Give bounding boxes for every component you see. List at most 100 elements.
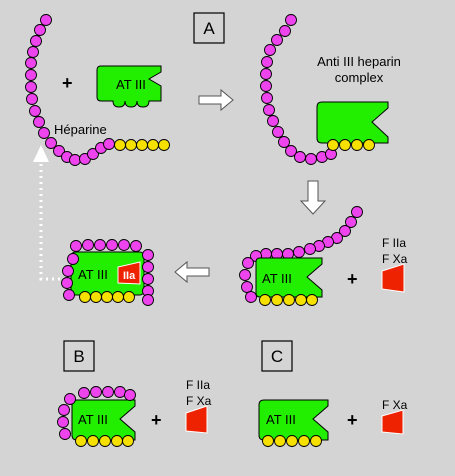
heparin-bead — [61, 277, 73, 289]
binding-bead — [147, 139, 159, 151]
heparin-bead — [285, 145, 297, 157]
heparin-bead — [304, 243, 316, 255]
heparin-bead — [58, 404, 70, 416]
binding-bead — [114, 139, 126, 151]
heparin-chain-panel-b — [57, 386, 136, 440]
complex-label-line2: complex — [335, 70, 384, 85]
heparin-bead — [142, 249, 154, 261]
binding-bead — [286, 435, 298, 447]
heparin-bead — [26, 93, 38, 105]
binding-sequence-complex — [327, 139, 375, 151]
factor-xa-label-b: F Xa — [186, 394, 212, 408]
heparin-bead — [34, 24, 46, 36]
factor-xa-label-c: F Xa — [382, 398, 408, 412]
heparin-bead — [25, 57, 37, 69]
heparin-bead — [239, 269, 251, 281]
heparin-chain-step3 — [239, 206, 363, 303]
heparin-bead — [103, 138, 115, 150]
thrombin-label: IIa — [123, 270, 136, 282]
heparin-bead — [118, 239, 130, 251]
binding-bead — [101, 291, 113, 303]
heparin-bead — [45, 137, 57, 149]
heparin-bead — [293, 246, 305, 258]
binding-sequence-step3 — [259, 294, 318, 306]
binding-bead — [310, 435, 322, 447]
binding-sequence-panel-b — [75, 435, 134, 447]
panel-a-label: A — [203, 19, 215, 38]
heparin-bead — [260, 68, 272, 80]
heparin-chain-complex — [260, 14, 337, 165]
heparin-label: Héparine — [54, 122, 107, 137]
factor-shape-b — [185, 405, 208, 434]
arrow-right — [198, 88, 234, 112]
heparin-bead — [59, 428, 71, 440]
binding-bead — [111, 435, 123, 447]
binding-bead — [158, 139, 170, 151]
antithrombin-label-b: AT III — [78, 412, 108, 427]
heparin-bead — [264, 44, 276, 56]
plus-sign-1: + — [62, 73, 73, 93]
panel-b-label: B — [73, 347, 84, 366]
heparin-bead — [29, 105, 41, 117]
factor-iia-label-1: F IIa — [382, 236, 406, 250]
binding-sequence-panel-c — [262, 435, 322, 447]
antithrombin-complex — [316, 101, 389, 144]
heparin-bead — [142, 273, 154, 285]
factor-shape-c — [381, 409, 404, 435]
heparin-bead — [78, 387, 90, 399]
plus-sign-2: + — [347, 269, 358, 289]
antithrombin-inactivated: AT III IIa — [70, 251, 145, 296]
heparin-bead — [142, 294, 154, 306]
heparin-bead — [241, 281, 253, 293]
arrow-left — [174, 260, 210, 284]
heparin-bead — [285, 14, 297, 26]
heparin-bead — [279, 25, 291, 37]
binding-bead — [351, 139, 363, 151]
binding-bead — [125, 139, 137, 151]
heparin-bead — [305, 153, 317, 165]
panel-c-label: C — [271, 347, 283, 366]
heparin-bead — [278, 136, 290, 148]
heparin-bead — [245, 291, 257, 303]
heparin-bead — [261, 92, 273, 104]
factor-shape-1 — [381, 263, 405, 293]
heparin-bead — [25, 69, 37, 81]
complex-label-line1: Anti III heparin — [317, 54, 401, 69]
heparin-bead — [339, 225, 351, 237]
binding-bead — [136, 139, 148, 151]
dotted-recycle-arrow — [33, 145, 66, 281]
binding-sequence-inactivated — [79, 291, 135, 303]
binding-bead — [283, 294, 295, 306]
heparin-bead — [94, 239, 106, 251]
binding-bead — [122, 435, 134, 447]
heparin-bead — [261, 56, 273, 68]
binding-bead — [306, 294, 318, 306]
heparin-bead — [271, 34, 283, 46]
heparin-bead — [70, 240, 82, 252]
binding-bead — [259, 294, 271, 306]
heparin-bead — [263, 104, 275, 116]
heparin-bead — [64, 393, 76, 405]
binding-bead — [363, 139, 375, 151]
binding-bead — [339, 139, 351, 151]
antithrombin-free: AT III — [96, 65, 162, 108]
plus-sign-c: + — [347, 410, 358, 430]
heparin-bead — [114, 386, 126, 398]
antithrombin-panel-b: AT III — [71, 399, 136, 441]
heparin-bead — [67, 253, 79, 265]
factor-iia-label-b: F IIa — [186, 378, 210, 392]
binding-bead — [298, 435, 310, 447]
heparin-bead — [69, 154, 81, 166]
binding-bead — [262, 435, 274, 447]
heparin-bead — [260, 80, 272, 92]
binding-bead — [79, 291, 91, 303]
antithrombin-label-inactivated: AT III — [78, 267, 108, 282]
heparin-bead — [38, 127, 50, 139]
antithrombin-step3: AT III — [255, 257, 323, 298]
antithrombin-panel-c: AT III — [258, 399, 329, 441]
heparin-bead — [130, 240, 142, 252]
heparin-bead — [62, 265, 74, 277]
heparin-bead — [106, 239, 118, 251]
heparin-chain-inactivated — [61, 239, 154, 306]
plus-sign-b: + — [151, 410, 162, 430]
